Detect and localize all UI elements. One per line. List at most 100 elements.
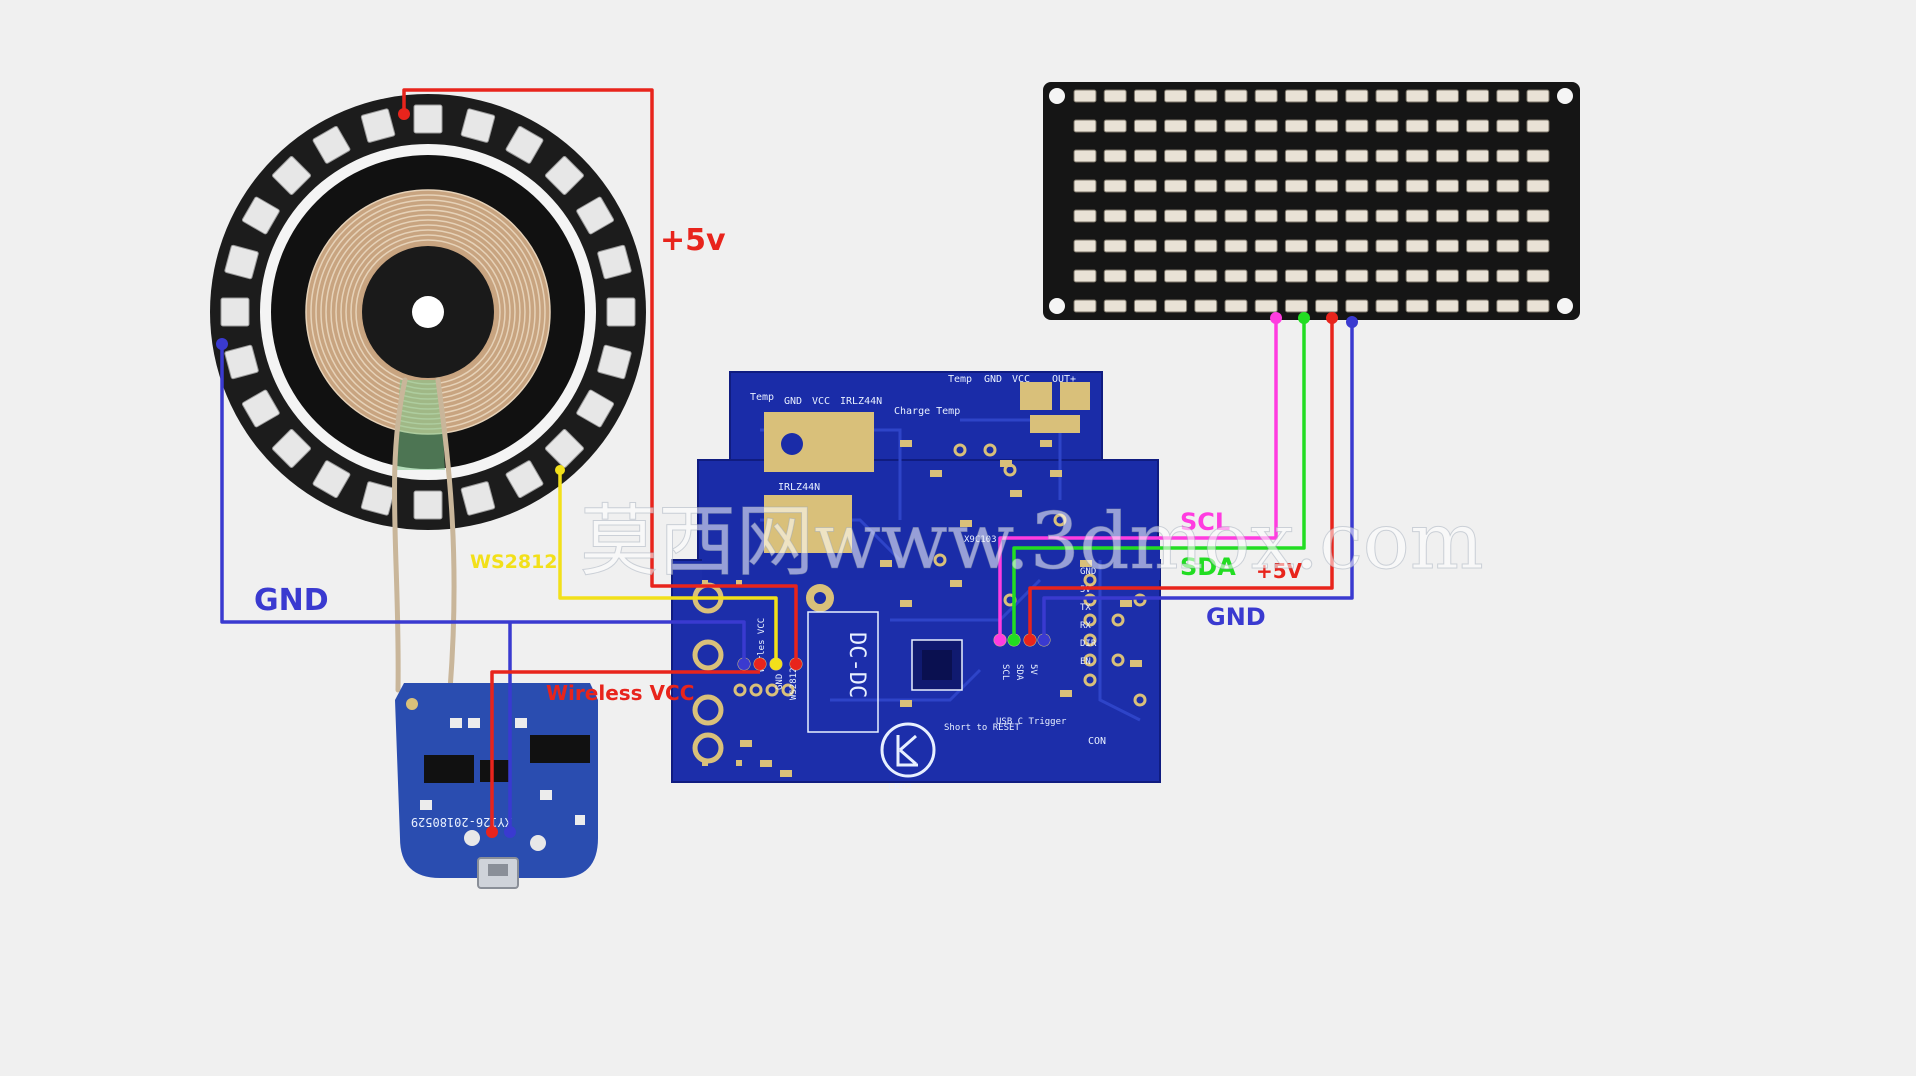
matrix-led — [1133, 269, 1157, 283]
matrix-led — [1254, 89, 1278, 103]
matrix-led — [1435, 209, 1459, 223]
matrix-led — [1315, 149, 1339, 163]
ring-led — [272, 429, 311, 468]
matrix-led — [1133, 149, 1157, 163]
led-matrix-grid — [1073, 89, 1550, 313]
matrix-led — [1526, 119, 1550, 133]
ring-led — [312, 460, 351, 499]
matrix-led — [1164, 209, 1188, 223]
matrix-led — [1345, 149, 1369, 163]
matrix-led — [1466, 209, 1490, 223]
matrix-led — [1435, 239, 1459, 253]
matrix-led — [1073, 239, 1097, 253]
matrix-led — [1133, 119, 1157, 133]
matrix-led — [1435, 119, 1459, 133]
matrix-led — [1194, 239, 1218, 253]
label-wireless-vcc: Wireless VCC — [546, 681, 694, 705]
matrix-led — [1496, 179, 1520, 193]
matrix-led — [1375, 209, 1399, 223]
matrix-led — [1496, 149, 1520, 163]
charger-model-silkscreen: XY126-20180529 — [411, 815, 512, 829]
matrix-led — [1194, 269, 1218, 283]
matrix-led — [1073, 179, 1097, 193]
label-ws2812: WS2812 — [470, 551, 558, 573]
matrix-led — [1315, 209, 1339, 223]
matrix-led — [1254, 119, 1278, 133]
gnd-silkscreen-2: GND — [984, 374, 1002, 385]
matrix-led — [1284, 239, 1308, 253]
matrix-led — [1224, 149, 1248, 163]
matrix-led — [1405, 269, 1429, 283]
wire-5v-matrix — [1028, 316, 1334, 640]
wire-gnd-left — [220, 344, 746, 664]
coil-lead-wires — [391, 377, 457, 693]
matrix-led — [1496, 239, 1520, 253]
matrix-led — [1375, 179, 1399, 193]
ring-led — [241, 196, 280, 235]
matrix-led — [1435, 149, 1459, 163]
matrix-led — [1164, 239, 1188, 253]
matrix-led — [1315, 179, 1339, 193]
vcc-silkscreen: VCC — [812, 396, 830, 407]
matrix-led — [1435, 299, 1459, 313]
led-ring-with-coil — [210, 94, 646, 530]
matrix-led — [1133, 89, 1157, 103]
irlz44n-silkscreen-1: IRLZ44N — [840, 396, 882, 407]
matrix-led — [1345, 89, 1369, 103]
ring-led — [224, 244, 259, 280]
label-gnd-left: GND — [254, 583, 329, 618]
gnd-silkscreen: GND — [784, 396, 802, 407]
ring-led — [312, 125, 351, 164]
matrix-led — [1224, 299, 1248, 313]
matrix-led — [1466, 89, 1490, 103]
matrix-led — [1526, 89, 1550, 103]
wire-wireless-vcc — [490, 670, 760, 832]
matrix-led — [1496, 299, 1520, 313]
matrix-led — [1103, 269, 1127, 283]
label-sda: SDA — [1180, 553, 1236, 581]
matrix-led — [1254, 179, 1278, 193]
matrix-led — [1284, 269, 1308, 283]
matrix-led — [1103, 179, 1127, 193]
matrix-led — [1254, 149, 1278, 163]
matrix-led — [1194, 89, 1218, 103]
matrix-led — [1073, 209, 1097, 223]
matrix-led — [1405, 239, 1429, 253]
matrix-led — [1466, 299, 1490, 313]
matrix-led — [1405, 209, 1429, 223]
gnd-pin-silkscreen: GND — [775, 674, 785, 690]
matrix-led — [1405, 299, 1429, 313]
matrix-led — [1164, 149, 1188, 163]
wireless-vcc-silkscreen: Wirles VCC — [757, 618, 767, 672]
io-pad-label: GND — [1080, 567, 1096, 577]
matrix-led — [1435, 269, 1459, 283]
matrix-led — [1496, 269, 1520, 283]
ring-led — [545, 429, 584, 468]
matrix-led — [1194, 119, 1218, 133]
matrix-led — [1526, 149, 1550, 163]
matrix-led — [1103, 89, 1127, 103]
matrix-led — [1526, 179, 1550, 193]
dc-dc-silkscreen: DC-DC — [844, 632, 869, 698]
ring-led — [597, 344, 632, 380]
wire-endpoints — [216, 108, 1358, 838]
matrix-led — [1073, 299, 1097, 313]
matrix-led — [1526, 239, 1550, 253]
matrix-led — [1133, 239, 1157, 253]
matrix-led — [1254, 299, 1278, 313]
wire-sda — [1012, 316, 1306, 640]
matrix-led — [1315, 269, 1339, 283]
io-pad-label: 5V — [1080, 585, 1091, 595]
ring-led — [360, 108, 396, 143]
matrix-led — [1103, 239, 1127, 253]
matrix-led — [1284, 119, 1308, 133]
matrix-led — [1194, 179, 1218, 193]
5v-pin-silkscreen: 5V — [1028, 664, 1038, 675]
ring-led — [545, 156, 584, 195]
io-pad-label: RX — [1080, 621, 1091, 631]
wire-gnd-matrix — [1042, 320, 1354, 640]
matrix-led — [1315, 299, 1339, 313]
io-pad-label: DIR — [1080, 639, 1097, 649]
